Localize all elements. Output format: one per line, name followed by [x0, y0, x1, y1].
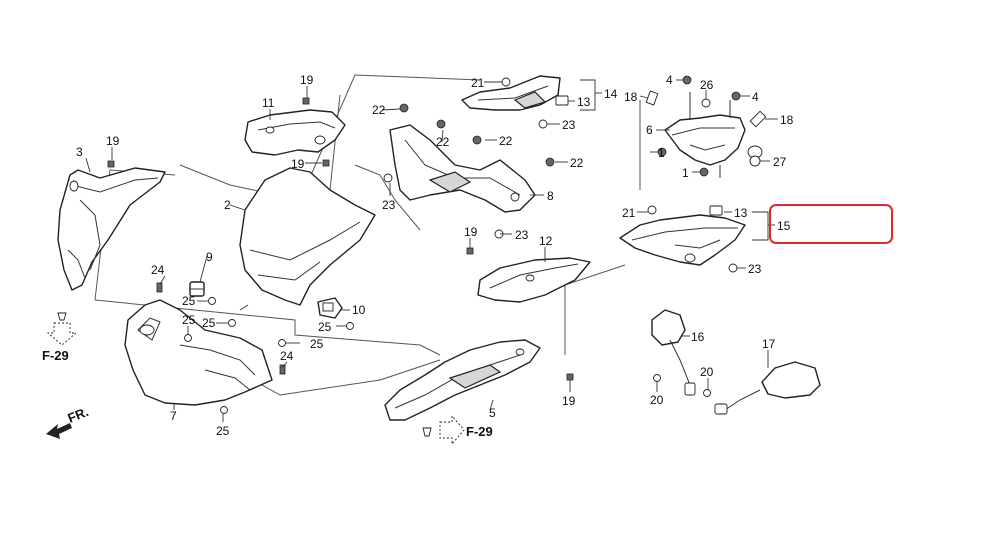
- callout-19: 19: [291, 157, 305, 171]
- callout-21: 21: [622, 206, 636, 220]
- side-cowl-lower: [384, 339, 541, 421]
- callout-11: 11: [262, 96, 275, 110]
- leader-lines: [85, 79, 778, 422]
- callout-25: 25: [310, 337, 324, 351]
- air-duct-upper: [461, 75, 561, 111]
- callout-8: 8: [547, 189, 554, 203]
- callout-23: 23: [748, 262, 762, 276]
- callout-19: 19: [562, 394, 576, 408]
- callout-4: 4: [666, 73, 673, 87]
- callout-19: 19: [464, 225, 478, 239]
- callout-24: 24: [151, 263, 165, 277]
- front-cowl-upper: [124, 299, 273, 406]
- callout-19: 19: [300, 73, 314, 87]
- callout-14: 14: [604, 87, 618, 101]
- callout-25: 25: [182, 294, 196, 308]
- callout-9: 9: [206, 250, 213, 264]
- fasteners: [57, 75, 767, 437]
- clip-9: [189, 281, 205, 297]
- callout-22: 22: [570, 156, 584, 170]
- callout-18: 18: [780, 113, 794, 127]
- inner-middle-panel: [389, 124, 536, 213]
- callout-22: 22: [499, 134, 513, 148]
- meter-stay-frame: [664, 92, 763, 178]
- upper-stay-bracket: [244, 109, 346, 156]
- inner-lower-panel: [477, 257, 591, 303]
- callout-20: 20: [650, 393, 664, 407]
- callout-17: 17: [762, 337, 776, 351]
- callout-19: 19: [106, 134, 120, 148]
- callout-25: 25: [318, 320, 332, 334]
- callout-25: 25: [202, 316, 216, 330]
- callout-16: 16: [691, 330, 705, 344]
- ref-f29-left-label: F-29: [42, 348, 69, 363]
- callout-22: 22: [436, 135, 450, 149]
- front-label: FR.: [66, 404, 91, 426]
- bracket-10: [317, 297, 343, 319]
- callout-1: 1: [682, 166, 689, 180]
- highlight-box-part-15: [769, 204, 893, 244]
- callout-10: 10: [352, 303, 366, 317]
- inner-panel-left: [57, 167, 166, 291]
- mirror-left: [651, 309, 696, 396]
- callout-25: 25: [182, 313, 196, 327]
- callout-15: 15: [777, 219, 791, 233]
- callout-27: 27: [773, 155, 787, 169]
- windscreen: [239, 167, 376, 306]
- ref-f29-center: F-29: [439, 414, 493, 446]
- callout-18: 18: [624, 90, 638, 104]
- callout-24: 24: [280, 349, 294, 363]
- mirror-right: [714, 361, 821, 415]
- front-direction-arrow: FR.: [46, 404, 91, 439]
- callout-7: 7: [170, 409, 177, 423]
- callout-4: 4: [752, 90, 759, 104]
- callout-6: 6: [646, 123, 653, 137]
- callout-26: 26: [700, 78, 714, 92]
- callout-25: 25: [216, 424, 230, 438]
- callout-1: 1: [658, 146, 665, 160]
- ref-f29-center-label: F-29: [466, 424, 493, 439]
- callout-13: 13: [577, 95, 591, 109]
- callout-13: 13: [734, 206, 748, 220]
- callout-23: 23: [382, 198, 396, 212]
- air-duct-side-15: [619, 214, 746, 266]
- callout-5: 5: [489, 406, 496, 420]
- callout-21: 21: [471, 76, 485, 90]
- callout-23: 23: [515, 228, 529, 242]
- callout-20: 20: [700, 365, 714, 379]
- callout-12: 12: [539, 234, 553, 248]
- callout-3: 3: [76, 145, 83, 159]
- ref-f29-left: F-29: [42, 322, 78, 363]
- callout-23: 23: [562, 118, 576, 132]
- callout-labels: 1 1 2 3 4 4 5 6 7 8 9 10 11 12 13 13 14 …: [76, 73, 794, 438]
- callout-2: 2: [224, 198, 231, 212]
- callout-22: 22: [372, 103, 386, 117]
